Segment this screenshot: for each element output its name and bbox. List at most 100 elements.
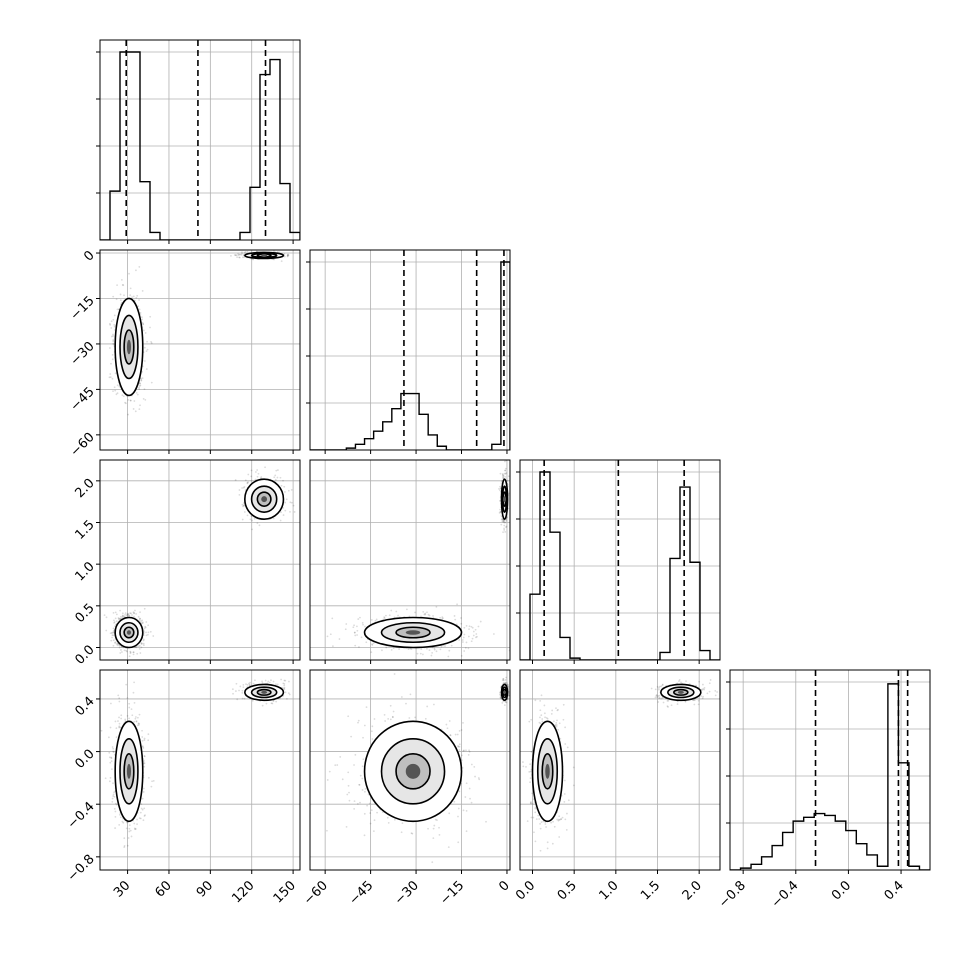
y-tick-label: 1.5 bbox=[72, 518, 97, 543]
scatter-point bbox=[241, 689, 244, 692]
scatter-point bbox=[114, 617, 117, 620]
scatter-point bbox=[140, 378, 143, 381]
scatter-point bbox=[241, 518, 244, 521]
scatter-point bbox=[112, 793, 115, 796]
scatter-point bbox=[113, 386, 116, 389]
scatter-point bbox=[119, 816, 122, 819]
scatter-point bbox=[134, 609, 136, 612]
y-tick-label: 2.0 bbox=[72, 476, 97, 501]
scatter-point bbox=[432, 827, 435, 830]
axes-frame bbox=[99, 669, 301, 871]
scatter-point bbox=[119, 293, 122, 296]
scatter-point bbox=[431, 651, 434, 654]
scatter-point bbox=[381, 649, 383, 652]
scatter-point bbox=[112, 750, 115, 753]
scatter-point bbox=[369, 812, 372, 814]
scatter-point bbox=[476, 635, 478, 638]
scatter-point bbox=[401, 822, 404, 825]
scatter-point bbox=[439, 648, 442, 651]
scatter-point bbox=[440, 645, 443, 648]
contour-level bbox=[503, 496, 507, 503]
scatter-point bbox=[140, 620, 142, 623]
scatter-point bbox=[388, 614, 391, 617]
scatter-point bbox=[111, 358, 114, 361]
scatter-point bbox=[121, 612, 124, 615]
scatter-point bbox=[116, 234, 118, 236]
scatter-point bbox=[137, 615, 140, 618]
scatter-point bbox=[117, 694, 120, 697]
scatter-point bbox=[414, 611, 416, 614]
scatter-point bbox=[118, 700, 121, 703]
x-tick-label: 30 bbox=[111, 878, 133, 900]
scatter-point bbox=[141, 619, 144, 622]
scatter-point bbox=[135, 720, 138, 722]
scatter-point bbox=[128, 272, 130, 275]
scatter-point bbox=[326, 635, 329, 638]
scatter-point bbox=[472, 630, 475, 633]
scatter-point bbox=[110, 756, 113, 759]
axes-frame bbox=[309, 249, 511, 451]
scatter-point bbox=[134, 410, 137, 413]
scatter-point bbox=[132, 651, 135, 654]
y-tick-label: 0 bbox=[81, 248, 97, 264]
scatter-point bbox=[464, 647, 467, 649]
scatter-point bbox=[127, 614, 130, 617]
scatter-point bbox=[143, 607, 146, 610]
scatter-point bbox=[284, 501, 287, 504]
y-tick-label: −0.4 bbox=[65, 799, 98, 832]
scatter-point bbox=[122, 284, 125, 287]
scatter-point bbox=[143, 346, 146, 349]
scatter-point bbox=[145, 621, 148, 623]
scatter-point bbox=[142, 644, 145, 647]
scatter-point bbox=[142, 819, 145, 822]
scatter-point bbox=[138, 617, 141, 620]
scatter-point bbox=[465, 641, 468, 644]
scatter-point bbox=[258, 524, 261, 527]
scatter-point bbox=[141, 797, 144, 800]
scatter-point bbox=[371, 644, 374, 646]
scatter-point bbox=[138, 385, 141, 387]
scatter-point bbox=[467, 647, 470, 650]
scatter-point bbox=[500, 523, 503, 526]
scatter-point bbox=[286, 254, 289, 256]
scatter-point bbox=[116, 308, 119, 311]
scatter-point bbox=[503, 460, 506, 463]
scatter-point bbox=[428, 614, 431, 617]
scatter-point bbox=[433, 648, 436, 651]
scatter-point bbox=[141, 377, 144, 380]
scatter-point bbox=[112, 340, 115, 343]
scatter-point bbox=[118, 646, 121, 649]
scatter-point bbox=[505, 525, 508, 528]
scatter-point bbox=[286, 255, 289, 257]
scatter-point bbox=[423, 613, 426, 616]
scatter-point bbox=[366, 804, 369, 807]
scatter-point bbox=[283, 683, 286, 685]
scatter-point bbox=[422, 653, 424, 656]
scatter-point bbox=[142, 787, 145, 790]
scatter-point bbox=[141, 739, 144, 742]
scatter-point bbox=[234, 254, 237, 257]
scatter-point bbox=[129, 399, 132, 402]
scatter-point bbox=[453, 615, 456, 617]
scatter-point bbox=[149, 315, 152, 318]
scatter-point bbox=[371, 738, 374, 740]
y-tick-label: 1.0 bbox=[72, 559, 97, 584]
scatter-point bbox=[470, 801, 473, 804]
scatter-point bbox=[110, 320, 113, 323]
scatter-point bbox=[468, 749, 470, 752]
scatter-point bbox=[140, 646, 143, 649]
scatter-point bbox=[143, 755, 146, 757]
scatter-point bbox=[286, 697, 288, 700]
scatter-point bbox=[237, 252, 240, 255]
scatter-point bbox=[149, 630, 152, 633]
scatter-point bbox=[409, 693, 412, 696]
x-tick-label: 120 bbox=[229, 878, 257, 906]
scatter-point bbox=[250, 469, 253, 472]
scatter-point bbox=[142, 759, 145, 762]
scatter-point bbox=[114, 827, 117, 829]
scatter-point bbox=[242, 256, 244, 259]
scatter-point bbox=[112, 342, 115, 345]
scatter-point bbox=[113, 619, 115, 622]
scatter-point bbox=[370, 619, 373, 621]
scatter-point bbox=[133, 827, 136, 830]
